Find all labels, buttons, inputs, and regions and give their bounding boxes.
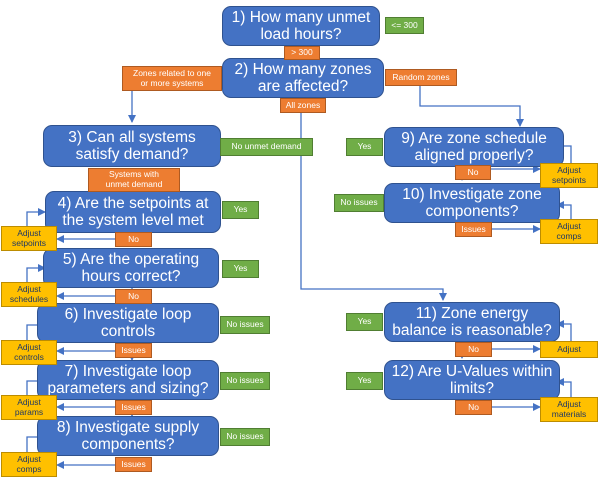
question-8-box: 8) Investigate supply components? bbox=[37, 416, 219, 456]
label-q7-issues: Issues bbox=[115, 400, 152, 415]
question-2-box: 2) How many zones are affected? bbox=[222, 58, 384, 98]
label-le-300: <= 300 bbox=[385, 17, 424, 34]
arrow-adjust5-back bbox=[26, 264, 46, 282]
arrow-adjust12-back bbox=[556, 378, 572, 397]
label-q5-no: No bbox=[115, 289, 152, 304]
question-4-box: 4) Are the setpoints at the system level… bbox=[45, 191, 221, 233]
arrow-q2-q11 bbox=[300, 104, 447, 301]
label-q9-yes: Yes bbox=[346, 138, 383, 156]
label-q12-no: No bbox=[455, 400, 492, 415]
question-6-box: 6) Investigate loop controls bbox=[37, 303, 219, 343]
label-q5-yes: Yes bbox=[222, 260, 259, 278]
label-q7-no-issues: No issues bbox=[220, 372, 270, 390]
action-adjust: Adjust bbox=[540, 341, 598, 358]
label-q10-no-issues: No issues bbox=[334, 194, 384, 212]
label-gt-300: > 300 bbox=[284, 46, 320, 60]
question-5-box: 5) Are the operating hours correct? bbox=[43, 248, 219, 288]
label-all-zones: All zones bbox=[280, 98, 326, 113]
question-9-box: 9) Are zone schedule aligned properly? bbox=[384, 127, 564, 167]
label-random-zones: Random zones bbox=[385, 69, 457, 86]
label-q6-no-issues: No issues bbox=[220, 316, 270, 334]
label-q4-no: No bbox=[115, 232, 152, 247]
label-q11-no: No bbox=[455, 342, 492, 357]
question-3-box: 3) Can all systems satisfy demand? bbox=[43, 125, 221, 167]
arrow-adjust10-back bbox=[556, 201, 572, 219]
label-q6-issues: Issues bbox=[115, 343, 152, 358]
label-q8-no-issues: No issues bbox=[220, 428, 270, 446]
question-12-box: 12) Are U-Values within limits? bbox=[384, 360, 560, 400]
label-q4-yes: Yes bbox=[222, 201, 259, 219]
question-7-box: 7) Investigate loop parameters and sizin… bbox=[37, 360, 219, 400]
label-no-unmet-demand: No unmet demand bbox=[220, 138, 313, 156]
label-q8-issues: Issues bbox=[115, 457, 152, 472]
question-11-box: 11) Zone energy balance is reasonable? bbox=[384, 302, 560, 342]
label-q10-issues: Issues bbox=[455, 222, 492, 237]
label-q12-yes: Yes bbox=[346, 372, 383, 390]
question-1-box: 1) How many unmet load hours? bbox=[222, 6, 380, 46]
label-q9-no: No bbox=[455, 165, 491, 180]
arrow-q2-q9 bbox=[419, 81, 524, 127]
question-10-box: 10) Investigate zone components? bbox=[384, 183, 560, 223]
arrow-adjust4-back bbox=[26, 208, 46, 226]
label-q11-yes: Yes bbox=[346, 313, 383, 331]
arrow-adjust11-back bbox=[556, 320, 572, 341]
